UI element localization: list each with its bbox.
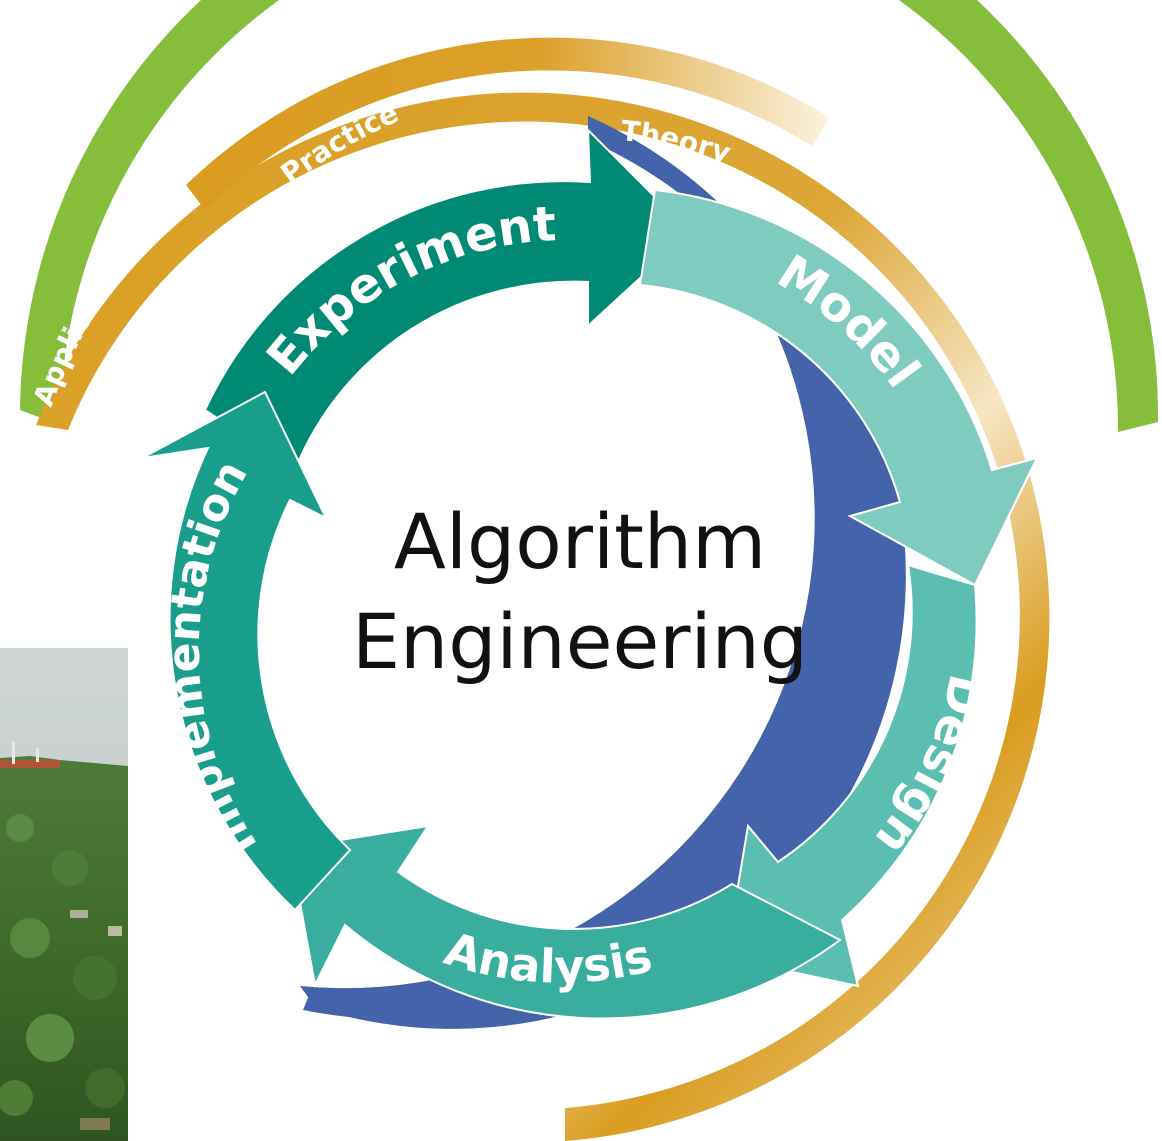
analysis-arrow bbox=[288, 824, 842, 1020]
center-title-line2: Engineering bbox=[352, 597, 808, 686]
model-arrow bbox=[638, 188, 1039, 587]
experiment-arrow bbox=[203, 127, 692, 472]
background-hillside-photo bbox=[0, 648, 128, 1141]
theory-ring bbox=[300, 116, 906, 1029]
center-title-line1: Algorithm bbox=[394, 497, 766, 586]
implementation-arrow bbox=[141, 390, 352, 912]
design-arrow bbox=[724, 563, 978, 988]
practice-ring-top bbox=[186, 37, 830, 210]
